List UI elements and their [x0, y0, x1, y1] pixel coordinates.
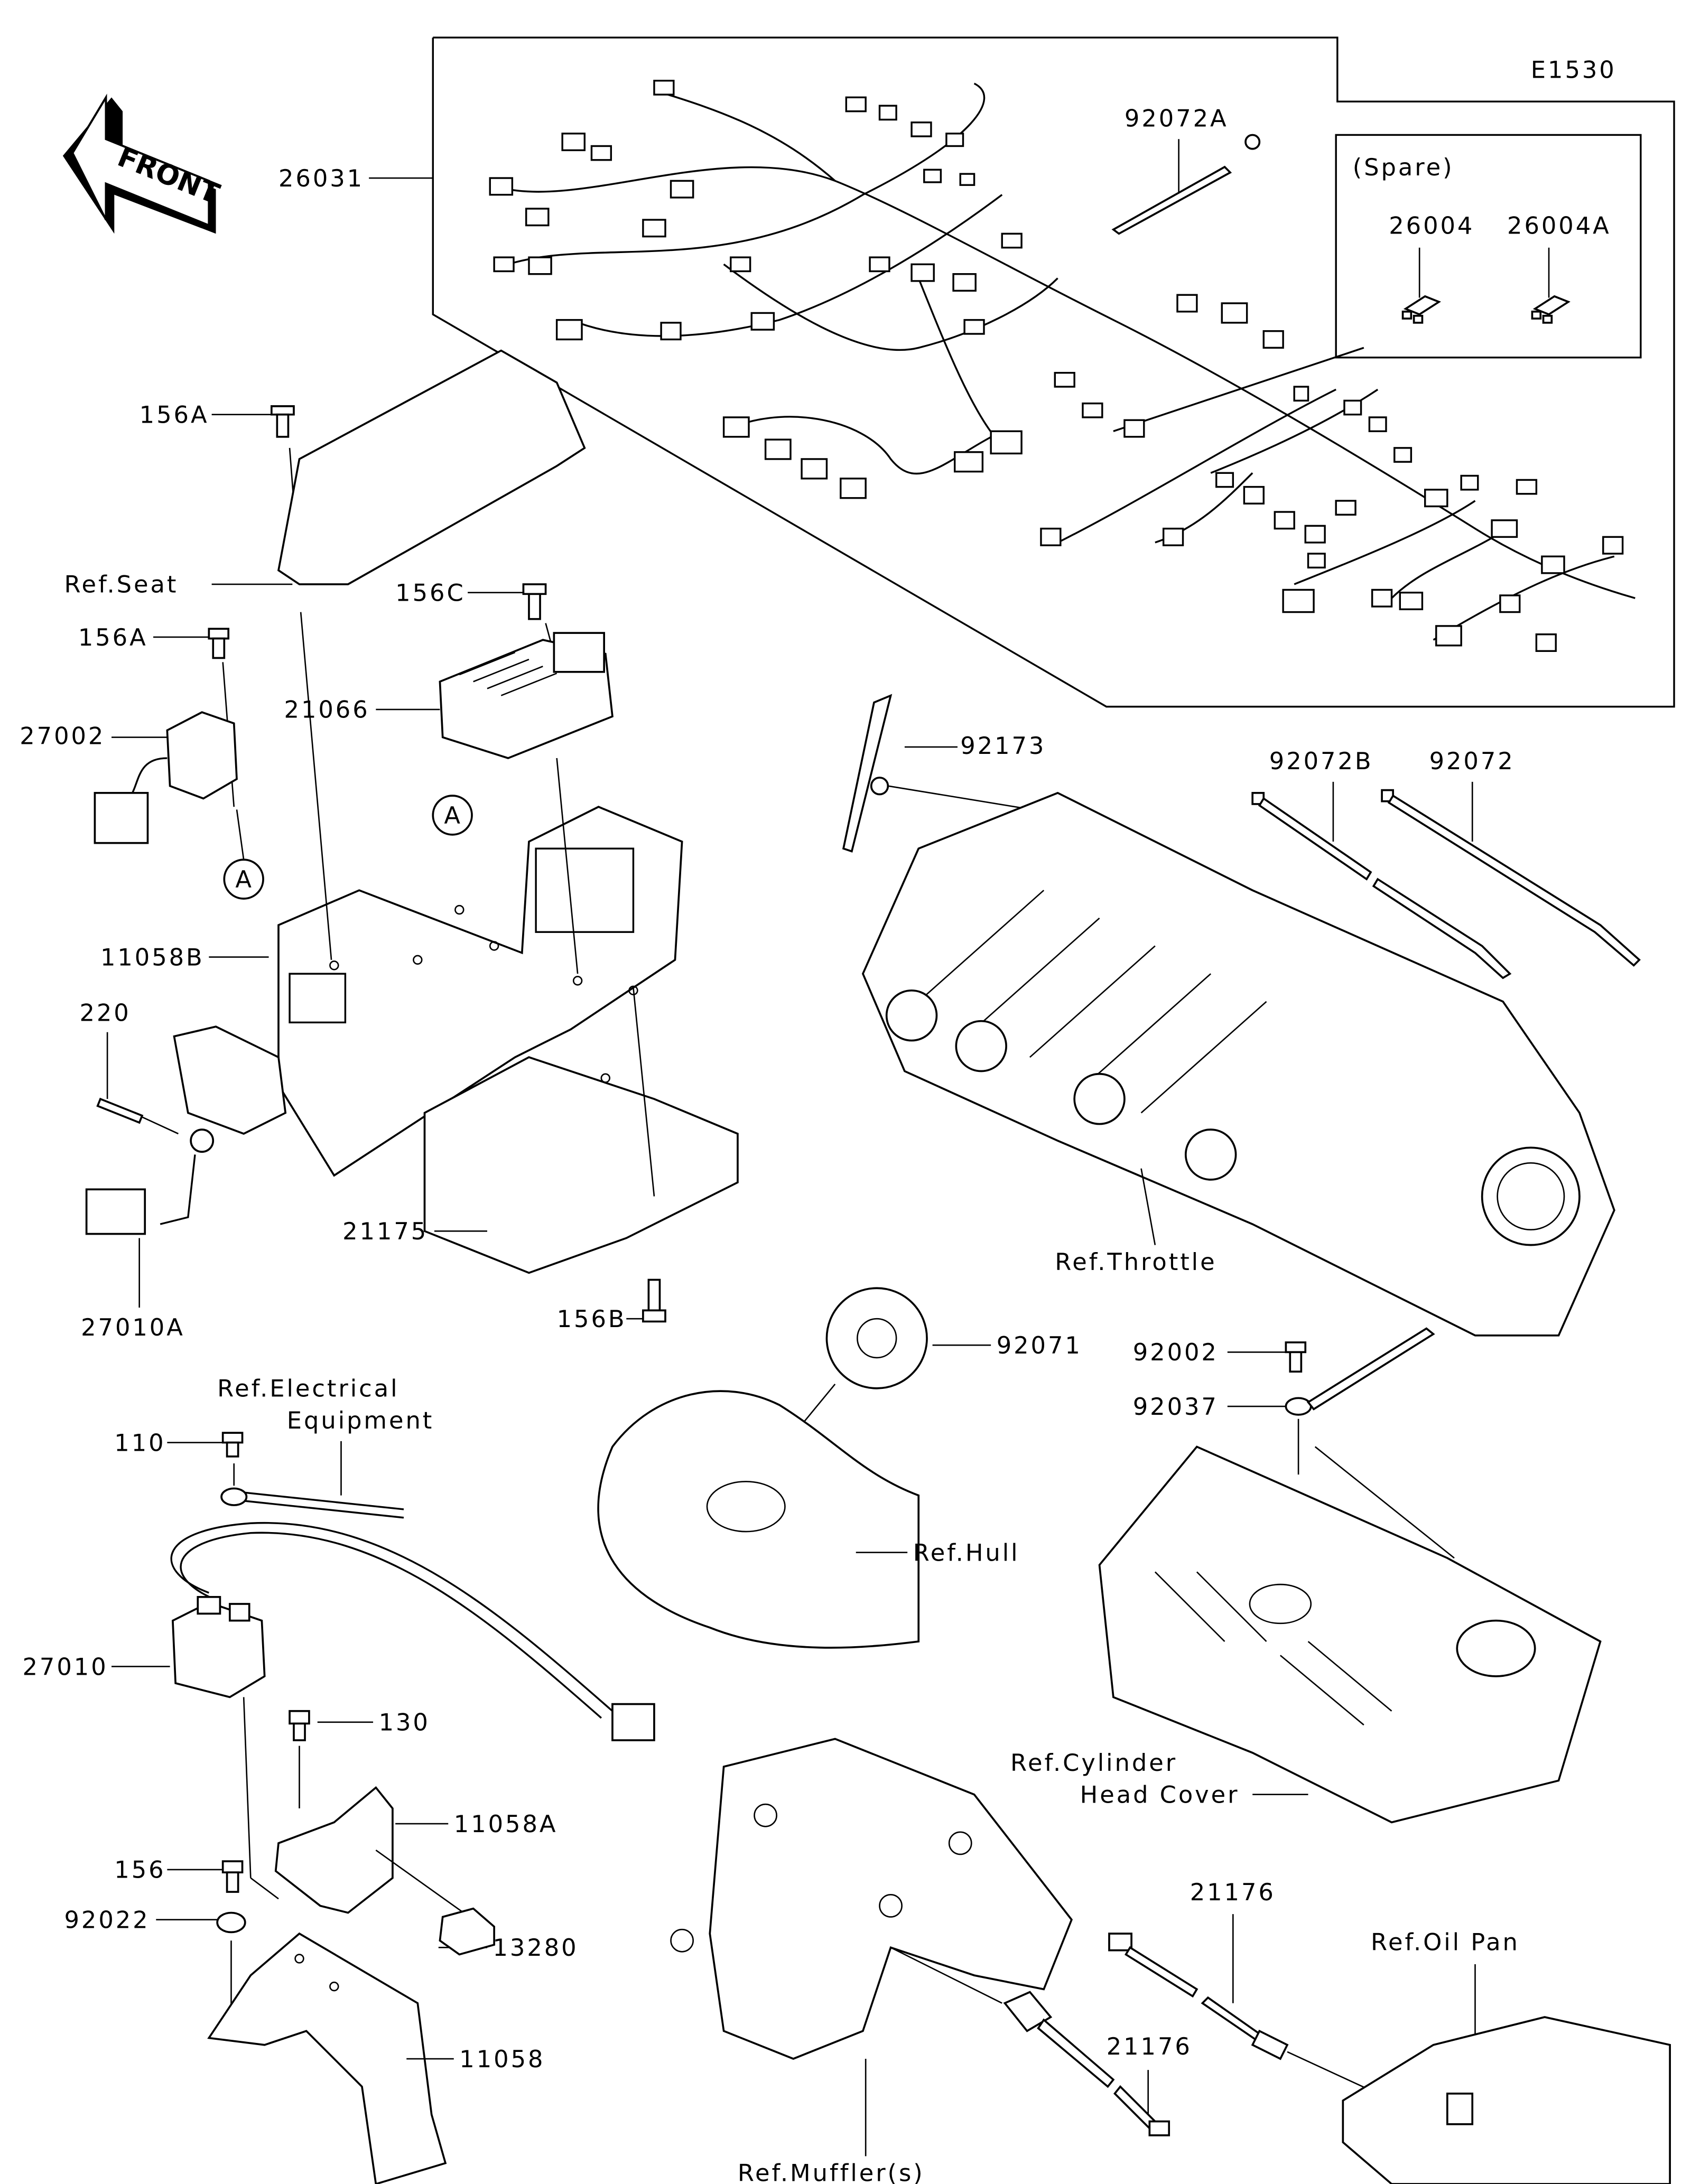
callout-ref-hull: Ref.Hull — [913, 1538, 1020, 1566]
bolt-156 — [221, 1860, 244, 1893]
cable-tie-92072 — [1381, 789, 1641, 967]
callout-156c: 156C — [395, 579, 465, 607]
callout-156a-top: 156A — [140, 400, 209, 428]
callout-92173: 92173 — [960, 732, 1046, 760]
bolt-156a-mid — [208, 628, 230, 659]
front-arrow-icon: FRONT — [62, 94, 224, 234]
clamp-13280 — [439, 1907, 495, 1956]
regulator-21066 — [439, 632, 614, 760]
callout-ref-throttle: Ref.Throttle — [1055, 1248, 1216, 1276]
callout-21176-lower: 21176 — [1107, 2032, 1192, 2060]
relay-27002 — [94, 711, 238, 844]
fuse-26004a-icon — [1531, 295, 1571, 324]
callout-130: 130 — [379, 1709, 430, 1737]
diagram-code-label: E1530 — [1531, 55, 1616, 83]
callout-13280: 13280 — [493, 1934, 579, 1962]
bolt-156a-top — [270, 405, 295, 438]
callout-92037: 92037 — [1133, 1393, 1219, 1421]
callout-ref-cyl-1: Ref.Cylinder — [1010, 1749, 1177, 1777]
clip-92072a — [1111, 165, 1232, 235]
callout-27010: 27010 — [23, 1653, 108, 1681]
callout-ref-muffler: Ref.Muffler(s) — [738, 2159, 925, 2184]
callout-ref-electrical-1: Ref.Electrical — [217, 1375, 399, 1403]
spare-box — [1335, 134, 1642, 359]
cable-tie-92072b — [1251, 792, 1512, 979]
callout-26004: 26004 — [1389, 211, 1474, 239]
starter-cable — [170, 1522, 655, 1741]
ecu-21175 — [423, 1056, 739, 1274]
callout-21175: 21175 — [342, 1217, 428, 1245]
callout-21176-upper: 21176 — [1190, 1878, 1276, 1906]
screw-220 — [96, 1097, 144, 1124]
callout-11058b: 11058B — [100, 943, 205, 971]
hull-section — [597, 1390, 920, 1649]
main-harness-26031 — [500, 82, 1636, 641]
seat-bracket — [277, 349, 586, 585]
callout-220: 220 — [79, 999, 131, 1027]
callout-156a-mid: 156A — [78, 623, 148, 651]
harness-boundary — [432, 36, 1675, 708]
callout-92071: 92071 — [997, 1331, 1082, 1359]
callout-ref-seat: Ref.Seat — [64, 571, 179, 599]
callout-ref-cyl-2: Head Cover — [1080, 1781, 1240, 1809]
callout-ref-oil-pan: Ref.Oil Pan — [1371, 1928, 1520, 1956]
bolt-156b — [642, 1278, 666, 1323]
throttle-body — [861, 791, 1615, 1337]
callout-27010a: 27010A — [81, 1313, 185, 1341]
callout-92022: 92022 — [64, 1906, 150, 1934]
callout-156: 156 — [114, 1856, 165, 1884]
circle-a-mid — [432, 795, 473, 836]
temp-sensor-21176-lower — [1003, 1991, 1170, 2136]
oil-pan-section — [1342, 2016, 1671, 2184]
cylinder-head-cover — [1098, 1445, 1602, 1824]
callout-27002: 27002 — [20, 722, 105, 750]
bolt-110 — [221, 1432, 244, 1458]
callout-156b: 156B — [557, 1305, 627, 1333]
clip-92173 — [842, 694, 893, 853]
callout-92072a: 92072A — [1125, 105, 1229, 133]
fuse-26004-icon — [1401, 295, 1442, 324]
battery-cable — [220, 1487, 404, 1519]
callout-92002: 92002 — [1133, 1338, 1219, 1366]
callout-11058: 11058 — [459, 2045, 545, 2073]
ground-lead-92037 — [1285, 1327, 1435, 1416]
sensor-27010a — [85, 1025, 287, 1235]
mount-plate-11058b — [277, 806, 683, 1177]
callout-a-left: A — [235, 865, 254, 893]
bolt-130 — [289, 1710, 310, 1741]
callout-a-mid: A — [444, 801, 462, 829]
washer-92022 — [216, 1911, 246, 1934]
starter-relay-27010 — [171, 1595, 266, 1698]
callout-26004a: 26004A — [1507, 211, 1611, 239]
spare-box-title: (Spare) — [1353, 153, 1454, 181]
callout-11058a: 11058A — [454, 1810, 558, 1838]
bolt-92002 — [1285, 1341, 1307, 1373]
bracket-11058a — [274, 1786, 394, 1914]
callout-92072b: 92072B — [1269, 747, 1373, 775]
harness-connectors — [489, 80, 1624, 652]
callout-ref-electrical-2: Equipment — [287, 1406, 434, 1434]
temp-sensor-21176-upper — [1108, 1933, 1289, 2060]
grommet-92071 — [825, 1287, 928, 1389]
callout-26031: 26031 — [278, 164, 364, 192]
callout-21066: 21066 — [284, 696, 370, 724]
muffler-section — [670, 1738, 1073, 2060]
bracket-11058 — [207, 1932, 447, 2184]
callout-110: 110 — [114, 1429, 165, 1457]
callout-92072: 92072 — [1429, 747, 1515, 775]
bolt-156c — [522, 583, 547, 620]
